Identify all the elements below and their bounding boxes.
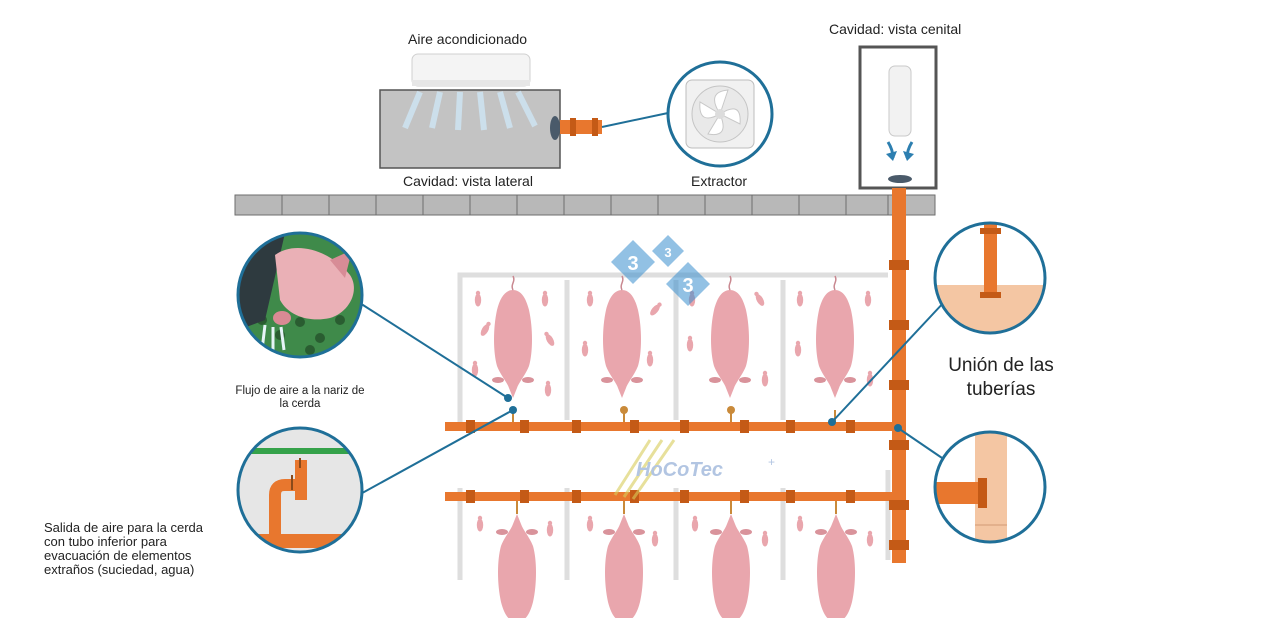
airflow-label: Flujo de aire a la nariz de la cerda: [212, 385, 388, 411]
side-view-label: Cavidad: vista lateral: [403, 173, 533, 189]
pipe-union-label-line2: tuberías: [966, 379, 1036, 400]
pipe-union-callout-bottom: [933, 430, 1047, 544]
pipe-union-label: Unión de las tuberías: [935, 354, 1067, 402]
ac-label: Aire acondicionado: [408, 31, 528, 47]
outlet-label-line4: extraños (suciedad, agua): [44, 562, 195, 577]
airflow-callout: [236, 231, 364, 359]
callout-lines: [351, 297, 947, 498]
badge-digit: 3: [627, 253, 638, 275]
extractor-duct: [560, 112, 669, 136]
brand-watermark: HoCoTec +: [613, 439, 775, 500]
outlet-label-line2: con tubo inferior para: [44, 534, 167, 549]
badge-digit: 3: [664, 245, 671, 260]
airflow-label-line1: Flujo de aire a la nariz de: [235, 385, 365, 397]
brand-sup: +: [768, 455, 775, 469]
callout-dots: [504, 394, 902, 432]
pen-frames: [457, 272, 891, 580]
badge-digit: 3: [682, 275, 693, 297]
outlet-label: Salida de aire para la cerda con tubo in…: [44, 521, 254, 577]
cavity-top-view: [858, 45, 938, 190]
air-conditioner: [411, 53, 531, 87]
outlet-label-line1: Salida de aire para la cerda: [44, 520, 203, 535]
brand-text: HoCoTec: [636, 459, 723, 481]
extractor-label: Extractor: [691, 173, 748, 189]
brick-wall: [234, 194, 936, 216]
outlet-label-line3: evacuación de elementos: [44, 548, 192, 563]
airflow-label-line2: la cerda: [279, 398, 321, 410]
pipe-union-callout-top: [933, 221, 1047, 335]
cavity-side-view: [379, 89, 561, 169]
extractor-callout: [666, 60, 774, 168]
top-view-label: Cavidad: vista cenital: [829, 21, 962, 37]
air-outlet-callout: [236, 426, 364, 554]
badge-watermark: 3 3 3: [611, 235, 710, 306]
pipe-union-label-line1: Unión de las: [948, 355, 1054, 376]
